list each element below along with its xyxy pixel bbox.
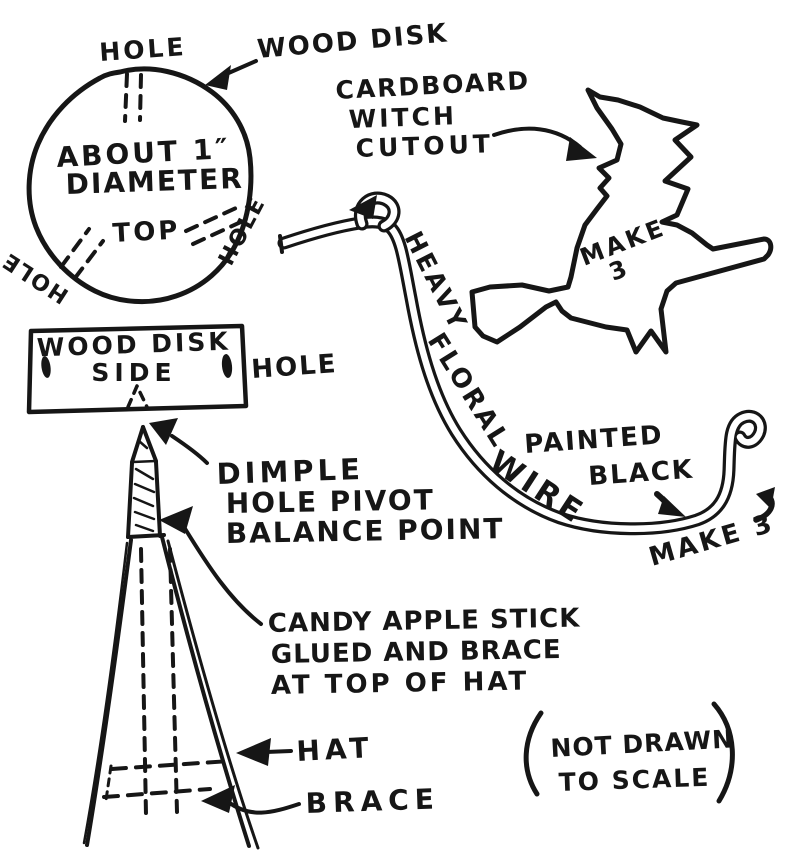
- arrowhead-icon: [149, 418, 178, 445]
- wood-disk-side-view: WOOD DISK SIDE HOLE: [26, 323, 338, 415]
- hole-mark-lower-left: [59, 227, 105, 280]
- wood-disk-label: WOOD DISK: [256, 18, 450, 65]
- callout-line: [264, 749, 293, 754]
- hat-label: HAT: [296, 731, 375, 768]
- stick-callout: CANDY APPLE STICK GLUED AND BRACE AT TOP…: [159, 506, 581, 701]
- witch-label-line1: CARDBOARD: [335, 66, 531, 105]
- witch-label-line3: CUTOUT: [355, 129, 494, 163]
- hole-dash: [123, 72, 129, 123]
- witch-callout: CARDBOARD WITCH CUTOUT: [335, 66, 597, 163]
- pivot-line2: HOLE PIVOT: [226, 483, 436, 520]
- hole-top-label: HOLE: [98, 32, 187, 67]
- disk-size-line2: DIAMETER: [65, 162, 244, 201]
- painted-line2: BLACK: [587, 455, 695, 492]
- hole-dash: [191, 219, 245, 246]
- pivot-line3: BALANCE POINT: [226, 512, 505, 550]
- stick-hidden-left: [139, 547, 148, 817]
- stick-left-edge: [126, 461, 134, 539]
- callout-line: [170, 434, 209, 465]
- brace-dash-bottom: [102, 787, 212, 799]
- hole-mark-top: [123, 72, 143, 123]
- callout-line: [225, 799, 301, 815]
- side-label-line1: WOOD DISK: [36, 327, 231, 363]
- dimple-caret: [126, 384, 149, 409]
- stick-tip-left: [130, 425, 145, 464]
- hatch-stroke: [137, 439, 149, 450]
- hole-mark-right: [184, 206, 245, 246]
- hatch-stroke: [133, 510, 156, 521]
- witch-make-line2: 3: [605, 254, 632, 287]
- callout-line: [182, 525, 263, 626]
- left-paren: [523, 710, 544, 797]
- stick-right-edge: [154, 460, 162, 538]
- arrowhead-icon: [756, 487, 775, 509]
- arrowhead-icon: [566, 137, 597, 161]
- hat-apex-line: [126, 533, 166, 539]
- wood-disk-outline: [26, 66, 254, 305]
- brace-dash-end: [104, 764, 113, 802]
- scale-note: NOT DRAWN TO SCALE: [523, 701, 735, 804]
- hole-dash: [138, 73, 143, 122]
- witch-label-line2: WITCH: [348, 101, 457, 134]
- witch-hat: [82, 533, 260, 850]
- hat-callout: HAT: [236, 731, 374, 768]
- wire-arrowhead-icon: [349, 195, 377, 219]
- pivot-callout: DIMPLE HOLE PIVOT BALANCE POINT: [149, 418, 505, 550]
- hole-dash: [73, 239, 105, 280]
- arrowhead-icon: [236, 738, 271, 766]
- side-label-line2: SIDE: [91, 358, 176, 387]
- hatch-stroke: [132, 496, 155, 508]
- painted-line1: PAINTED: [523, 420, 664, 460]
- stick-tip-right: [141, 425, 158, 463]
- wood-disk-top-view: HOLE ABOUT 1″ DIAMETER TOP HOLE HOLE: [0, 32, 271, 308]
- hat-left-edge-inner: [82, 541, 129, 845]
- stick-note-line1: CANDY APPLE STICK: [268, 604, 581, 639]
- stick-hidden-right: [168, 547, 179, 814]
- brace-dash-top: [110, 759, 232, 771]
- hole-left-label: HOLE: [0, 247, 73, 308]
- hatch-stroke: [134, 467, 155, 481]
- stick-hatching: [132, 439, 156, 533]
- hat-left-edge: [85, 538, 133, 847]
- hatch-stroke: [134, 523, 155, 533]
- stick-collar: [131, 459, 158, 464]
- hatch-stroke: [133, 482, 156, 494]
- brace-hidden-lines: [102, 759, 232, 802]
- scale-note-line2: TO SCALE: [558, 763, 711, 797]
- pivot-line1: DIMPLE: [216, 452, 364, 491]
- brace-label: BRACE: [305, 782, 440, 820]
- wire-end-cap: [278, 234, 284, 254]
- side-hole-label: HOLE: [250, 349, 338, 385]
- floral-wire: [277, 191, 767, 536]
- arrowhead-icon: [205, 65, 231, 90]
- hole-dash: [184, 206, 238, 233]
- side-hole-left: [41, 356, 51, 378]
- arrowhead-icon: [201, 785, 235, 813]
- side-hole-right: [221, 354, 233, 378]
- witch-silhouette: [469, 87, 774, 355]
- scale-note-line1: NOT DRAWN: [550, 724, 735, 763]
- brace-callout: BRACE: [201, 782, 440, 820]
- hole-dash: [59, 227, 91, 269]
- side-rect-outline: [26, 323, 249, 415]
- candy-apple-stick: [126, 425, 162, 539]
- stick-note-line2: GLUED AND BRACE: [271, 635, 562, 670]
- arrowhead-icon: [658, 496, 686, 517]
- stick-note-line3: AT TOP OF HAT: [271, 666, 530, 701]
- callout-line: [492, 126, 582, 149]
- right-paren: [711, 701, 735, 804]
- disk-view-label: TOP: [112, 215, 181, 249]
